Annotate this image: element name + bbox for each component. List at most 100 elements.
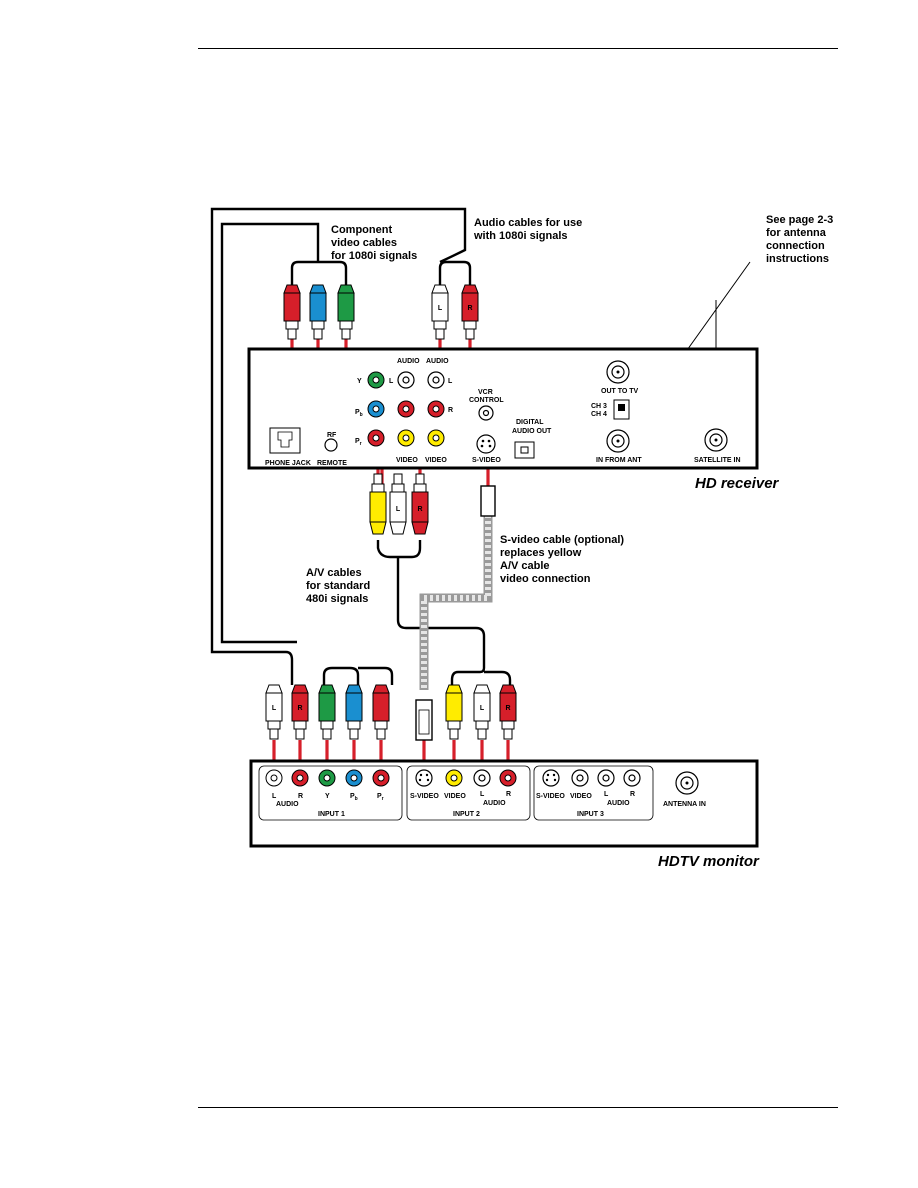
monitor-in2-l-label: L	[480, 791, 485, 798]
monitor-input2-label: INPUT 2	[453, 811, 480, 818]
audio-plug-l-letter: L	[438, 305, 443, 312]
monitor-input1-label: INPUT 1	[318, 811, 345, 818]
monitor-input3-group	[533, 765, 654, 821]
receiver-audio-label-b: AUDIO	[426, 358, 449, 365]
audio-plug-r-letter: R	[467, 305, 472, 312]
monitor-labels: L R Y Pb Pr AUDIO INPUT 1 S-VIDEO VIDEO …	[272, 791, 706, 818]
component-cable-long	[220, 222, 320, 644]
receiver-jacks	[269, 360, 728, 459]
receiver-audio-label-a: AUDIO	[397, 358, 420, 365]
component-plug-pr	[283, 284, 301, 340]
monitor-in1-l-label: L	[272, 793, 277, 800]
audio-callout: Audio cables for use with 1080i signals	[473, 217, 585, 242]
antenna-callout: See page 2-3 for antenna connection inst…	[766, 214, 836, 265]
receiver-phone-jack-label: PHONE JACK	[265, 460, 311, 467]
monitor-plug-y	[318, 684, 336, 740]
monitor-in2-svideo-jack	[415, 769, 433, 787]
monitor-plug-pr	[372, 684, 390, 740]
monitor-jacks	[265, 769, 699, 795]
monitor-in2-audio-label: AUDIO	[483, 800, 506, 807]
monitor-plug-av-l: L	[473, 684, 491, 740]
receiver-labels: AUDIO AUDIO L L R Y Pb Pr VIDEO VIDEO PH…	[265, 358, 741, 467]
monitor-plug-av-l-letter: L	[480, 705, 485, 712]
receiver-ch4-label: CH 4	[591, 411, 607, 418]
receiver-remote-label: REMOTE	[317, 460, 347, 467]
monitor-in1-pb-label: Pb	[350, 793, 358, 802]
av-plug-r: R	[411, 473, 429, 535]
monitor-in3-svideo-jack	[542, 769, 560, 787]
monitor-antenna-in-label: ANTENNA IN	[663, 801, 706, 808]
monitor-input1-group	[258, 765, 403, 821]
monitor-in2-video-label: VIDEO	[444, 793, 466, 800]
monitor-plug-audio-l: L	[265, 684, 283, 740]
receiver-in-from-ant-label: IN FROM ANT	[596, 457, 642, 464]
monitor-plug-av-r: R	[499, 684, 517, 740]
monitor-in1-r-label: R	[298, 793, 303, 800]
monitor-plug-av-r-letter: R	[505, 705, 510, 712]
av-plug-video	[369, 473, 387, 535]
component-cable-bottom	[322, 666, 360, 685]
monitor-input2-group	[406, 765, 531, 821]
receiver-l-label-a: L	[389, 378, 394, 385]
monitor-plug-video	[445, 684, 463, 740]
monitor-in2-r-label: R	[506, 791, 511, 798]
receiver-svideo-label: S-VIDEO	[472, 457, 501, 464]
receiver-svideo-jack	[476, 434, 496, 454]
av-callout: A/V cables for standard 480i signals	[306, 567, 373, 605]
av-plug-r-letter: R	[417, 506, 422, 513]
receiver-title: HD receiver	[695, 475, 780, 492]
av-plug-l: L	[389, 473, 407, 535]
receiver-y-label: Y	[357, 378, 362, 385]
av-cable-top	[376, 540, 422, 559]
receiver-video-label-a: VIDEO	[396, 457, 418, 464]
monitor-plug-pb	[345, 684, 363, 740]
receiver-satellite-in-label: SATELLITE IN	[694, 457, 741, 464]
av-plug-l-letter: L	[396, 506, 401, 513]
receiver-ch3-label: CH 3	[591, 403, 607, 410]
receiver-l-label-b: L	[448, 378, 453, 385]
audio-plug-r: R	[461, 284, 479, 340]
monitor-in2-svideo-label: S-VIDEO	[410, 793, 439, 800]
monitor-in1-audio-label: AUDIO	[276, 801, 299, 808]
monitor-in3-audio-label: AUDIO	[607, 800, 630, 807]
component-plug-y	[337, 284, 355, 340]
audio-cable-top	[438, 260, 472, 285]
svideo-plug-monitor	[415, 699, 433, 741]
receiver-audio-out-label: AUDIO OUT	[512, 428, 552, 435]
monitor-input3-label: INPUT 3	[577, 811, 604, 818]
receiver-out-to-tv-label: OUT TO TV	[601, 388, 639, 395]
component-cable-top	[290, 260, 348, 285]
monitor-plug-audio-r-letter: R	[297, 705, 302, 712]
component-plug-pb	[309, 284, 327, 340]
svideo-cable	[419, 515, 493, 690]
monitor-in1-pr-label: Pr	[377, 793, 384, 802]
receiver-video-label-b: VIDEO	[425, 457, 447, 464]
receiver-panel	[247, 347, 759, 470]
receiver-r-label: R	[448, 407, 453, 414]
svideo-plug-receiver	[480, 485, 496, 517]
monitor-plug-audio-l-letter: L	[272, 705, 277, 712]
monitor-in3-svideo-label: S-VIDEO	[536, 793, 565, 800]
plugs: L R L R L R L R	[265, 284, 517, 741]
receiver-pb-label: Pb	[355, 409, 363, 418]
av-cable-long	[396, 557, 486, 685]
svideo-callout: S-video cable (optional) replaces yellow…	[500, 534, 627, 585]
receiver-digital-label: DIGITAL	[516, 419, 544, 426]
component-callout: Component video cables for 1080i signals	[331, 224, 417, 262]
monitor-in1-y-label: Y	[325, 793, 330, 800]
receiver-control-label: CONTROL	[469, 397, 504, 404]
monitor-in3-video-label: VIDEO	[570, 793, 592, 800]
monitor-in3-l-label: L	[604, 791, 609, 798]
header-rule	[198, 48, 838, 49]
receiver-rf-label: RF	[327, 432, 337, 439]
audio-cable-long	[210, 207, 467, 685]
receiver-pr-label: Pr	[355, 438, 362, 447]
footer-rule	[198, 1107, 838, 1108]
audio-plug-l: L	[431, 284, 449, 340]
receiver-vcr-label: VCR	[478, 389, 493, 396]
monitor-plug-audio-r: R	[291, 684, 309, 740]
monitor-title: HDTV monitor	[658, 853, 760, 870]
receiver-rf-remote-jack	[324, 438, 338, 452]
monitor-in3-r-label: R	[630, 791, 635, 798]
